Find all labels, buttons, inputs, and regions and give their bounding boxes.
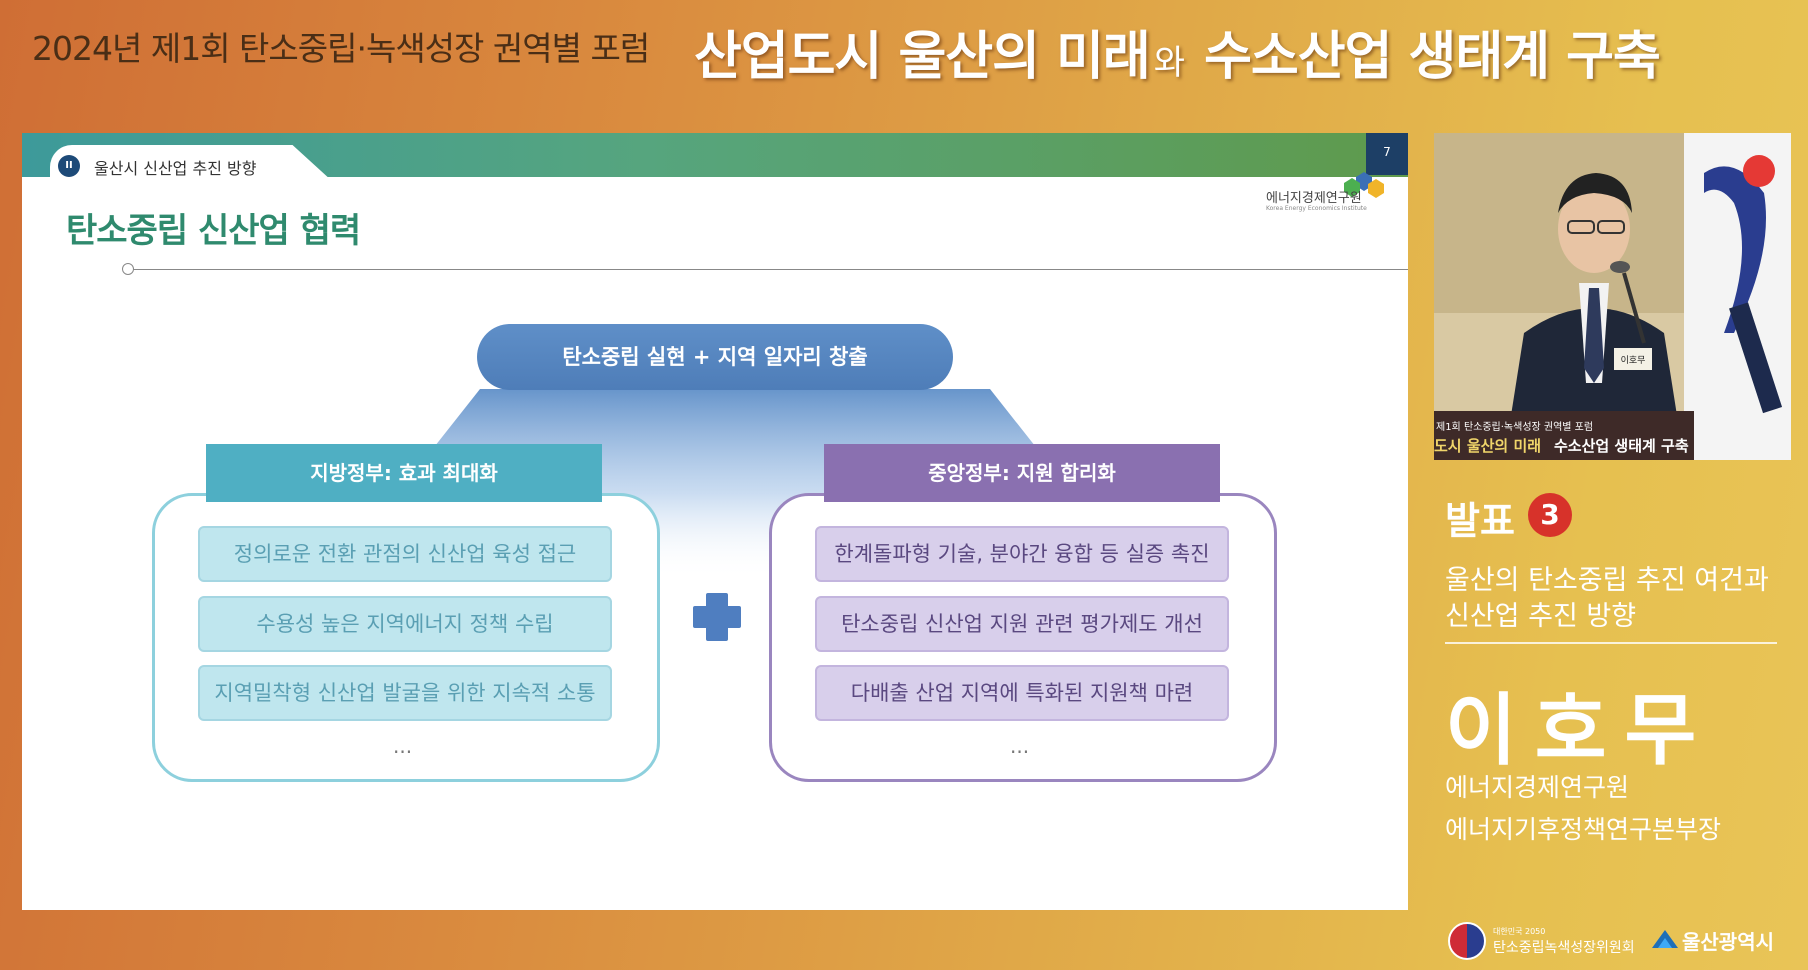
committee-name: 탄소중립녹색성장위원회 xyxy=(1493,940,1635,956)
central-ellipsis: ... xyxy=(1010,734,1030,758)
local-item: 정의로운 전환 관점의 신산업 육성 접근 xyxy=(198,526,612,582)
presentation-slide: II 울산시 신산업 추진 방향 7 에너지경제연구원 Korea Energy… xyxy=(22,133,1408,910)
slide-heading: 탄소중립 신산업 협력 xyxy=(66,211,361,251)
event-title-part-a: 산업도시 울산의 미래 xyxy=(694,27,1151,87)
presenter-divider xyxy=(1445,642,1777,644)
institute-name-en: Korea Energy Economics Institute xyxy=(1266,205,1367,212)
central-item: 한계돌파형 기술, 분야간 융합 등 실증 촉진 xyxy=(815,526,1229,582)
speaker-organization: 에너지경제연구원 xyxy=(1445,773,1630,802)
local-item: 지역밀착형 신산업 발굴을 위한 지속적 소통 xyxy=(198,665,612,721)
city-logo-icon xyxy=(1652,930,1678,948)
speaker-position: 에너지기후정책연구본부장 xyxy=(1445,815,1722,844)
central-government-title: 중앙정부: 지원 합리화 xyxy=(824,444,1220,502)
talk-number-badge: 3 xyxy=(1528,493,1572,537)
forum-title: 2024년 제1회 탄소중립·녹색성장 권역별 포럼 xyxy=(32,29,650,68)
local-ellipsis: ... xyxy=(393,734,413,758)
event-title-part-b: 수소산업 생태계 구축 xyxy=(1204,27,1661,87)
camera-caption-a: 도시 울산의 미래 xyxy=(1434,437,1542,455)
heading-divider-dot xyxy=(122,263,134,275)
section-number-badge: II xyxy=(58,155,80,177)
heading-divider xyxy=(128,269,1408,270)
talk-title-line1: 울산의 탄소중립 추진 여건과 xyxy=(1445,565,1769,596)
talk-label: 발표 xyxy=(1445,499,1515,543)
committee-tagline: 대한민국 2050 xyxy=(1493,927,1546,936)
committee-emblem-icon xyxy=(1448,922,1486,960)
local-government-title: 지방정부: 효과 최대화 xyxy=(206,444,602,502)
camera-caption-small: 제1회 탄소중립·녹색성장 권역별 포럼 xyxy=(1436,422,1594,433)
speaker-nameplate: 이호무 xyxy=(1621,355,1646,366)
event-title-connector: 와 xyxy=(1153,43,1185,83)
slide-page-number: 7 xyxy=(1366,133,1408,175)
local-item: 수용성 높은 지역에너지 정책 수립 xyxy=(198,596,612,652)
section-tab xyxy=(50,145,332,181)
institute-name: 에너지경제연구원 xyxy=(1266,191,1362,206)
camera-caption-b: 수소산업 생태계 구축 xyxy=(1554,437,1689,455)
goal-pill: 탄소중립 실현 + 지역 일자리 창출 xyxy=(477,324,953,390)
city-name: 울산광역시 xyxy=(1682,930,1774,954)
institute-logo-icon xyxy=(1344,172,1384,198)
speaker-name: 이호무 xyxy=(1445,686,1715,776)
speaker-video-icon: 이호무 xyxy=(1434,133,1791,460)
plus-icon-bar xyxy=(693,606,741,628)
central-item: 탄소중립 신산업 지원 관련 평가제도 개선 xyxy=(815,596,1229,652)
section-label: 울산시 신산업 추진 방향 xyxy=(94,159,257,178)
central-item: 다배출 산업 지역에 특화된 지원책 마련 xyxy=(815,665,1229,721)
speaker-camera-feed: 이호무 제1회 탄소중립·녹색성장 권역별 포럼 도시 울산의 미래 수소산업 … xyxy=(1434,133,1791,460)
talk-title-line2: 신산업 추진 방향 xyxy=(1445,601,1637,632)
